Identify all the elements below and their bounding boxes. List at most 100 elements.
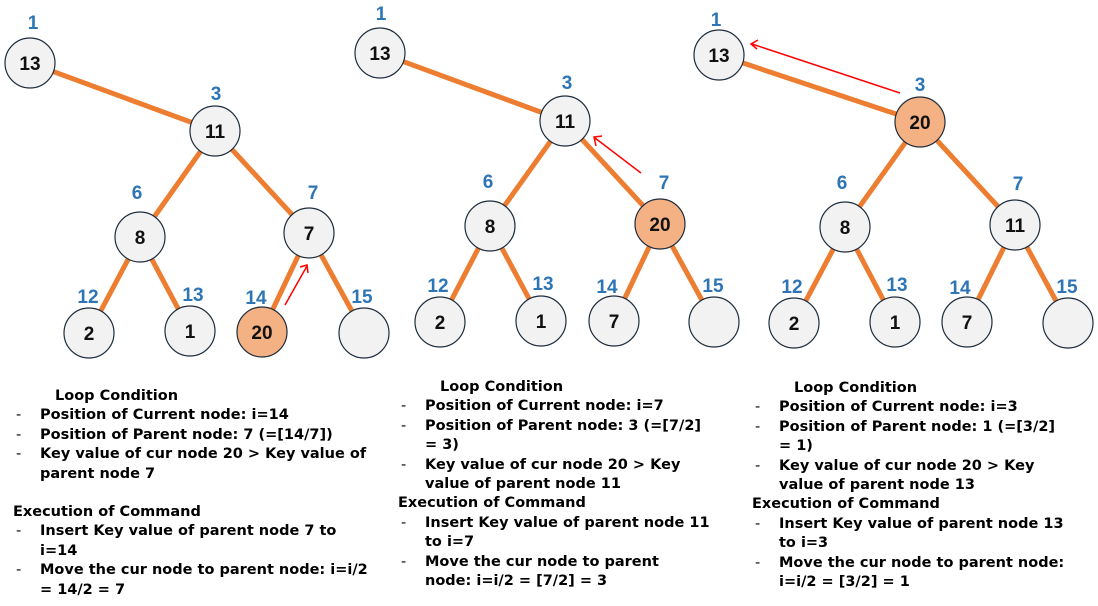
loop-condition-item: Position of Parent node: 7 (=[14/7])	[13, 426, 373, 446]
node-value: 13	[19, 54, 40, 75]
node-value: 1	[890, 313, 901, 334]
loop-condition-item: Position of Current node: i=7	[398, 397, 710, 417]
loop-condition-item: Position of Current node: i=14	[13, 406, 373, 426]
node-value: 1	[185, 322, 196, 343]
node-value: 11	[555, 112, 576, 133]
execution-item: Move the cur node to parent node: i=i/2 …	[752, 554, 1067, 593]
node-value: 11	[1005, 216, 1026, 237]
tree-node	[283, 207, 335, 259]
tree-node	[464, 200, 516, 252]
node-position-label: 3	[211, 84, 222, 105]
tree-node	[63, 307, 115, 359]
tree-2: 13 11 8 20 2 1 7 1 3 6 7 12 13 14 15	[354, 4, 740, 348]
node-position-label: 12	[781, 277, 802, 298]
node-position-label: 12	[427, 276, 448, 297]
node-value: 20	[909, 113, 930, 134]
node-position-label: 13	[886, 275, 907, 296]
node-position-label: 6	[132, 183, 143, 204]
node-position-label: 13	[182, 285, 203, 306]
tree-1: 13 11 8 7 2 1 20 1 3 6 7 12 13 14 15	[4, 13, 390, 359]
node-position-label: 14	[949, 278, 971, 299]
loop-condition-heading: Loop Condition	[794, 380, 918, 396]
node-position-label: 15	[702, 276, 724, 297]
tree-node	[4, 37, 56, 89]
tree-node	[354, 27, 406, 79]
node-value: 2	[789, 314, 800, 335]
edge	[377, 50, 568, 124]
tree-node-current	[894, 96, 946, 148]
node-position-label: 3	[915, 75, 926, 96]
node-position-label: 7	[659, 173, 670, 194]
node-position-label: 7	[308, 183, 319, 204]
tree-node	[1042, 297, 1094, 349]
tree-node	[989, 199, 1041, 251]
step-1-description: Loop Condition Position of Current node:…	[13, 387, 373, 600]
tree-node	[114, 211, 166, 263]
node-value: 1	[536, 312, 547, 333]
tree-node	[941, 296, 993, 348]
node-value: 7	[304, 224, 315, 245]
execution-item: Insert Key value of parent node 7 to i=1…	[13, 522, 373, 561]
tree-node	[414, 296, 466, 348]
node-position-label: 14	[245, 288, 267, 309]
node-position-label: 6	[483, 172, 494, 193]
tree-node	[688, 296, 740, 348]
execution-item: Move the cur node to parent node: i=i/2 …	[13, 561, 373, 600]
tree-node-current	[634, 198, 686, 250]
node-value: 8	[485, 217, 496, 238]
swap-arrow	[593, 135, 642, 174]
execution-item: Insert Key value of parent node 13 to i=…	[752, 515, 1067, 554]
node-position-label: 3	[562, 73, 573, 94]
tree-node	[588, 295, 640, 347]
node-value: 20	[649, 215, 670, 236]
tree-node	[539, 95, 591, 147]
execution-item: Move the cur node to parent node: i=i/2 …	[398, 553, 710, 592]
loop-condition-heading: Loop Condition	[440, 379, 564, 395]
loop-condition-item: Key value of cur node 20 > Key value of …	[13, 445, 373, 484]
loop-condition-item: Position of Parent node: 1 (=[3/2] = 1)	[752, 418, 1067, 457]
node-position-label: 15	[351, 287, 373, 308]
step-3-description: Loop Condition Position of Current node:…	[752, 379, 1067, 592]
execution-heading: Execution of Command	[13, 504, 201, 521]
tree-node	[338, 307, 390, 359]
node-value: 13	[369, 44, 390, 65]
tree-node	[819, 201, 871, 253]
loop-condition-item: Key value of cur node 20 > Key value of …	[398, 456, 710, 495]
node-position-label: 12	[77, 287, 98, 308]
node-position-label: 1	[711, 10, 722, 31]
tree-node	[515, 295, 567, 347]
node-value: 11	[205, 122, 226, 143]
swap-arrow	[284, 264, 309, 306]
node-position-label: 1	[376, 4, 387, 25]
tree-node	[189, 105, 241, 157]
tree-3: 13 20 8 11 2 1 7 1 3 6 7 12 13 14 15	[693, 10, 1094, 349]
tree-node	[768, 297, 820, 349]
loop-condition-item: Position of Current node: i=3	[752, 398, 1067, 418]
node-value: 20	[251, 323, 272, 344]
node-value: 8	[840, 218, 851, 239]
execution-heading: Execution of Command	[398, 495, 586, 512]
node-value: 7	[609, 312, 620, 333]
execution-heading: Execution of Command	[752, 496, 940, 513]
loop-condition-item: Key value of cur node 20 > Key value of …	[752, 457, 1067, 496]
node-position-label: 14	[596, 277, 618, 298]
node-value: 13	[708, 46, 729, 67]
node-position-label: 1	[28, 13, 39, 34]
node-value: 7	[962, 313, 973, 334]
tree-node-current	[236, 306, 288, 358]
node-position-label: 13	[532, 274, 553, 295]
node-position-label: 15	[1056, 277, 1078, 298]
node-value: 8	[135, 228, 146, 249]
node-position-label: 7	[1013, 174, 1024, 195]
swap-arrow	[749, 39, 901, 94]
node-value: 2	[435, 313, 446, 334]
execution-item: Insert Key value of parent node 11 to i=…	[398, 514, 710, 553]
loop-condition-item: Position of Parent node: 3 (=[7/2] = 3)	[398, 417, 710, 456]
edge	[27, 60, 218, 134]
edge	[716, 52, 923, 125]
tree-node	[164, 305, 216, 357]
loop-condition-heading: Loop Condition	[55, 388, 179, 404]
tree-node	[693, 29, 745, 81]
step-2-description: Loop Condition Position of Current node:…	[398, 378, 710, 591]
